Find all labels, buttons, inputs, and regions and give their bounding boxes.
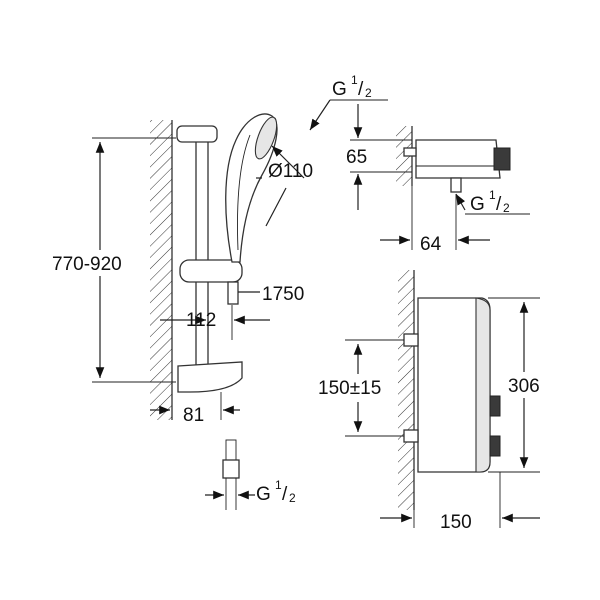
svg-text:1: 1 (351, 73, 358, 87)
svg-text:/: / (496, 194, 502, 215)
dim-head-diameter: Ø110 (268, 161, 313, 182)
soap-dish (177, 361, 243, 393)
dim-inlet-height: 65 (346, 147, 367, 168)
thread-label-right: G 1 / 2 (470, 188, 510, 215)
svg-text:G: G (470, 194, 485, 215)
dim-rail-height: 770-920 (52, 254, 122, 275)
mixer-body-side (415, 139, 501, 179)
rail-top-bracket (176, 125, 218, 143)
hose-connector (227, 281, 239, 305)
rail-slider (179, 259, 243, 283)
svg-text:/: / (282, 484, 288, 505)
hose-end-detail (205, 439, 255, 510)
wall-hatch-left (150, 120, 172, 420)
thread-label-bottom: G 1 / 2 (256, 478, 296, 505)
thread-label-top: G 1 / 2 (332, 73, 372, 100)
dim-mixer-width: 150 (440, 512, 472, 533)
wall-hatch-bottom-right (398, 270, 414, 510)
dim-mixer-height: 306 (508, 376, 540, 397)
shower-head-face (254, 116, 278, 160)
mixer-side-view: 65 64 (346, 104, 530, 255)
svg-text:/: / (358, 79, 364, 100)
svg-text:G: G (332, 79, 347, 100)
dim-outlet-depth: 64 (420, 234, 442, 255)
dim-bracket-depth: 81 (183, 405, 204, 426)
svg-text:2: 2 (365, 86, 372, 100)
mixer-handle-side (493, 147, 511, 171)
dim-rail-offset: 112 (186, 310, 216, 331)
control-knob-bottom (489, 435, 501, 457)
shower-rail-view: 770-920 Ø110 1750 112 81 (50, 99, 388, 510)
svg-text:1: 1 (275, 478, 282, 492)
inlet-bottom (403, 429, 419, 443)
svg-text:1: 1 (489, 188, 496, 202)
shower-rail (195, 129, 209, 381)
dim-inlet-spacing: 150±15 (318, 378, 381, 399)
mixer-front-view: 150±15 306 150 (318, 270, 540, 533)
svg-text:2: 2 (503, 201, 510, 215)
svg-text:G: G (256, 484, 271, 505)
svg-text:2: 2 (289, 491, 296, 505)
control-knob-top (489, 395, 501, 417)
inlet-top (403, 333, 419, 347)
dim-hose-length: 1750 (262, 284, 304, 305)
outlet-spout (450, 177, 462, 193)
